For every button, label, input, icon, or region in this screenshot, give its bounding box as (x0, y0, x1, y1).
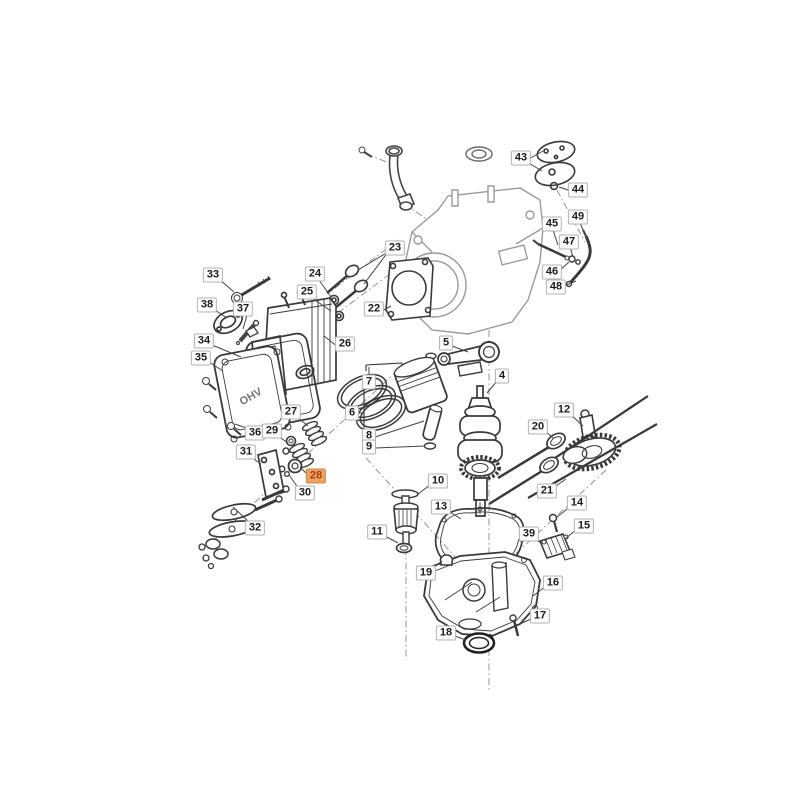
part-label-25[interactable]: 25 (296, 284, 318, 300)
piston (392, 353, 448, 414)
part-label-48[interactable]: 48 (545, 279, 567, 295)
leader-line-45 (553, 230, 558, 245)
part-label-32[interactable]: 32 (244, 520, 266, 536)
part-label-6[interactable]: 6 (344, 405, 360, 421)
governor-assembly (392, 490, 418, 544)
part-label-11[interactable]: 11 (367, 524, 387, 540)
part-label-34[interactable]: 34 (193, 333, 215, 349)
leader-line-33 (220, 280, 234, 292)
connecting-rod (438, 342, 499, 376)
part-label-33[interactable]: 33 (202, 267, 224, 283)
leader-line-49 (580, 223, 587, 239)
part-label-18[interactable]: 18 (435, 625, 457, 641)
part-label-26[interactable]: 26 (334, 336, 356, 352)
part-label-20[interactable]: 20 (527, 419, 549, 435)
part-label-7[interactable]: 7 (361, 374, 377, 390)
leader-line-23 (358, 252, 388, 270)
head-gasket (386, 258, 433, 320)
part-label-31[interactable]: 31 (235, 444, 257, 460)
part-label-15[interactable]: 15 (573, 518, 595, 534)
leader-line-32 (233, 507, 249, 522)
part-label-43[interactable]: 43 (510, 150, 532, 166)
part-label-37[interactable]: 37 (232, 301, 254, 317)
head-valves (327, 263, 370, 308)
part-label-29[interactable]: 29 (261, 423, 283, 439)
spark-plug (237, 321, 259, 345)
leader-line-5 (452, 346, 468, 352)
part-label-47[interactable]: 47 (558, 234, 580, 250)
part-label-16[interactable]: 16 (542, 575, 564, 591)
rocker-arm-set (199, 486, 289, 569)
crankshaft (458, 386, 502, 516)
part-label-27[interactable]: 27 (280, 404, 302, 420)
leader-line-9 (375, 446, 425, 448)
tube-screw (359, 147, 372, 157)
governor-washer (397, 544, 412, 553)
part-label-21[interactable]: 21 (536, 483, 558, 499)
part-label-45[interactable]: 45 (541, 216, 563, 232)
sump-screw (510, 615, 518, 636)
part-label-10[interactable]: 10 (427, 473, 449, 489)
part-label-13[interactable]: 13 (430, 499, 452, 515)
part-label-19[interactable]: 19 (415, 565, 437, 581)
part-label-30[interactable]: 30 (294, 485, 316, 501)
part-label-35[interactable]: 35 (190, 350, 212, 366)
part-label-9[interactable]: 9 (361, 439, 377, 455)
head-bolt (232, 276, 271, 304)
leader-line-38 (215, 310, 227, 318)
part-label-22[interactable]: 22 (363, 301, 385, 317)
leader-line-34 (212, 345, 241, 357)
part-label-38[interactable]: 38 (196, 297, 218, 313)
leader-line-28 (300, 467, 307, 474)
part-label-39[interactable]: 39 (518, 526, 540, 542)
part-label-12[interactable]: 12 (553, 402, 575, 418)
part-label-5[interactable]: 5 (438, 335, 454, 351)
part-label-28[interactable]: 28 (305, 468, 327, 484)
leader-line-35 (209, 362, 223, 371)
part-label-17[interactable]: 17 (529, 608, 551, 624)
leader-line-24 (319, 280, 331, 297)
leader-line-8 (375, 421, 424, 437)
part-label-46[interactable]: 46 (541, 264, 563, 280)
guide-plate (258, 450, 284, 497)
breather-plate (540, 534, 575, 560)
leader-line-25 (312, 298, 331, 311)
sump-plug (441, 555, 453, 565)
part-label-23[interactable]: 23 (384, 240, 406, 256)
part-label-44[interactable]: 44 (567, 182, 589, 198)
leader-line-37 (243, 315, 247, 329)
wrist-pin (422, 404, 443, 449)
cover-plates (533, 138, 577, 189)
part-label-14[interactable]: 14 (566, 495, 588, 511)
cover-bolts (203, 378, 242, 436)
oil-filler-tube (386, 146, 414, 210)
part-label-49[interactable]: 49 (567, 209, 589, 225)
breather-screw (550, 515, 558, 533)
leader-line-23 (364, 252, 388, 284)
oil-seal (464, 634, 494, 653)
part-label-4[interactable]: 4 (494, 368, 510, 384)
part-label-24[interactable]: 24 (304, 266, 326, 282)
